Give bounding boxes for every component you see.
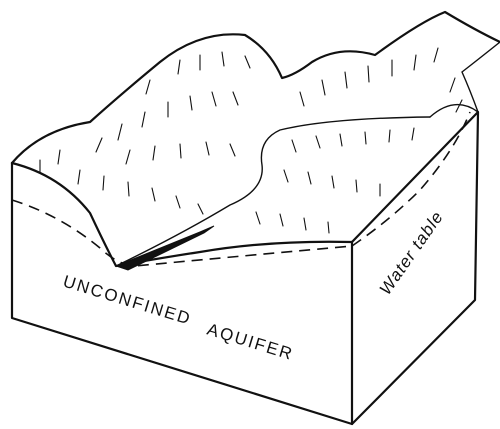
right-upland-ridge — [430, 105, 478, 117]
slope-hachures — [40, 48, 462, 233]
water-table-line-right — [352, 112, 470, 246]
aquifer-label-line1: UNCONFINED — [61, 272, 194, 329]
right-face — [352, 112, 478, 424]
aquifer-label-line2: AQUIFER — [205, 320, 296, 364]
right-slope-edge — [462, 42, 500, 112]
left-upland-outline — [12, 12, 500, 163]
front-face — [12, 163, 352, 424]
